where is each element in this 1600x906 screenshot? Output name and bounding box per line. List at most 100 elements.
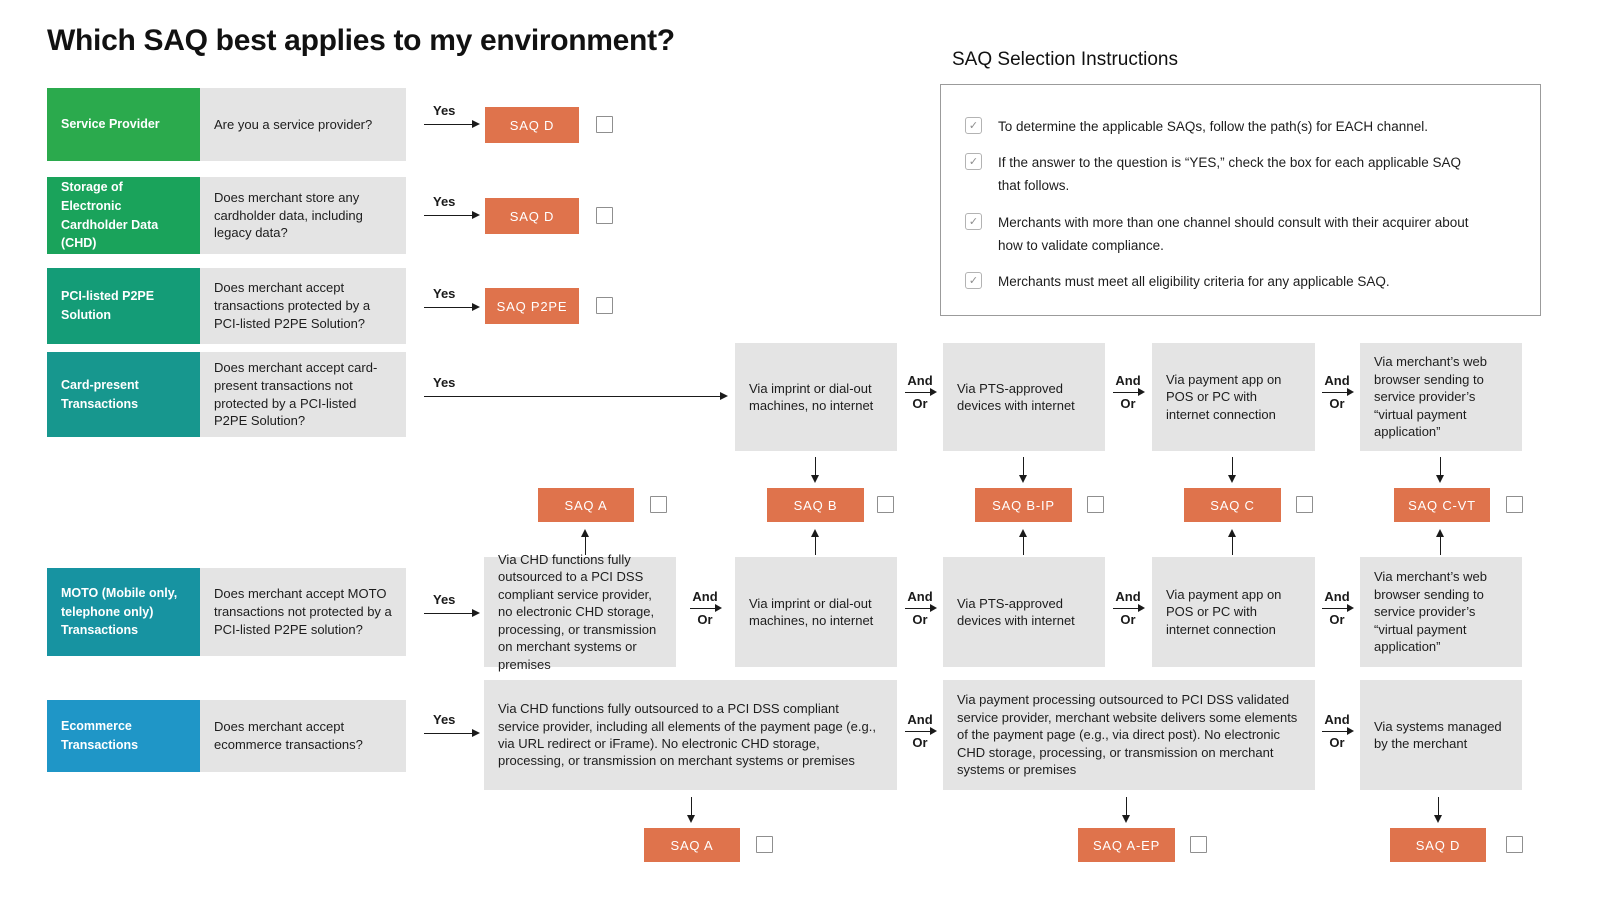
saq-chip-a-mid: SAQ A (538, 488, 634, 522)
and-or-connector: And Or (1319, 712, 1355, 750)
saq-chip-a-ep: SAQ A-EP (1078, 828, 1175, 862)
or-label: Or (1329, 735, 1345, 750)
or-label: Or (912, 735, 928, 750)
saq-checkbox-c[interactable] (1296, 496, 1313, 513)
and-label: And (1324, 373, 1350, 388)
path-card-present-payment-app: Via payment app on POS or PC with intern… (1152, 343, 1315, 451)
and-label: And (692, 589, 718, 604)
saq-chip-d-bottom: SAQ D (1390, 828, 1486, 862)
yes-label: Yes (433, 103, 456, 118)
yes-arrow (424, 302, 480, 311)
connector-arrow (905, 727, 937, 735)
channel-label-card-present: Card-present Transactions (47, 352, 200, 437)
instruction-text: To determine the applicable SAQs, follow… (998, 119, 1428, 134)
path-card-present-web-browser: Via merchant’s web browser sending to se… (1360, 343, 1522, 451)
or-label: Or (1120, 396, 1136, 411)
checked-checkbox-icon: ✓ (965, 117, 982, 134)
and-or-connector: And Or (902, 373, 938, 411)
flow-arrow-up (1227, 529, 1236, 555)
flow-arrow-down (1018, 457, 1027, 483)
saq-chip-d-service-provider: SAQ D (485, 107, 579, 143)
path-ecommerce-partially-outsourced: Via payment processing outsourced to PCI… (943, 680, 1315, 790)
saq-checkbox-p2pe[interactable] (596, 297, 613, 314)
saq-checkbox-c-vt[interactable] (1506, 496, 1523, 513)
channel-question-ecommerce: Does merchant accept ecommerce transacti… (200, 700, 406, 772)
and-or-connector: And Or (1319, 589, 1355, 627)
flow-arrow-down (1121, 797, 1130, 823)
flow-arrow-down (810, 457, 819, 483)
and-or-connector: And Or (1319, 373, 1355, 411)
flow-arrow-up (580, 529, 589, 555)
saq-chip-c-vt: SAQ C-VT (1394, 488, 1490, 522)
and-label: And (907, 712, 933, 727)
channel-question-moto: Does merchant accept MOTO transactions n… (200, 568, 406, 656)
instructions-title: SAQ Selection Instructions (952, 49, 1178, 70)
path-card-present-pts: Via PTS-approved devices with internet (943, 343, 1105, 451)
channel-label-service-provider: Service Provider (47, 88, 200, 161)
flow-arrow-down (686, 797, 695, 823)
yes-arrow (424, 728, 480, 737)
page-title: Which SAQ best applies to my environment… (47, 24, 675, 57)
saq-checkbox-d-storage[interactable] (596, 207, 613, 224)
connector-arrow (1113, 388, 1145, 396)
instruction-text: Merchants must meet all eligibility crit… (998, 274, 1390, 290)
flow-arrow-up (1018, 529, 1027, 555)
path-card-present-imprint: Via imprint or dial-out machines, no int… (735, 343, 897, 451)
channel-question-service-provider: Are you a service provider? (200, 88, 406, 161)
flow-arrow-down (1435, 457, 1444, 483)
checked-checkbox-icon: ✓ (965, 212, 982, 230)
saq-checkbox-d-service-provider[interactable] (596, 116, 613, 133)
or-label: Or (912, 396, 928, 411)
instruction-item: ✓ Merchants with more than one channel s… (965, 211, 1514, 257)
yes-label: Yes (433, 592, 456, 607)
or-label: Or (1120, 612, 1136, 627)
flow-arrow-up (810, 529, 819, 555)
flow-arrow-down (1227, 457, 1236, 483)
channel-label-storage-chd: Storage of Electronic Cardholder Data (C… (47, 177, 200, 254)
flow-arrow-up (1435, 529, 1444, 555)
checked-checkbox-icon: ✓ (965, 153, 982, 171)
saq-checkbox-b[interactable] (877, 496, 894, 513)
yes-label: Yes (433, 286, 456, 301)
and-or-connector: And Or (687, 589, 723, 627)
and-label: And (907, 589, 933, 604)
yes-arrow (424, 608, 480, 617)
or-label: Or (912, 612, 928, 627)
or-label: Or (1329, 612, 1345, 627)
yes-label: Yes (433, 712, 456, 727)
and-label: And (1324, 712, 1350, 727)
path-ecommerce-merchant-systems: Via systems managed by the merchant (1360, 680, 1522, 790)
yes-arrow (424, 119, 480, 128)
flow-arrow-down (1433, 797, 1442, 823)
instructions-panel: ✓ To determine the applicable SAQs, foll… (940, 84, 1541, 316)
saq-checkbox-a-ep[interactable] (1190, 836, 1207, 853)
or-label: Or (697, 612, 713, 627)
saq-checkbox-a-bottom[interactable] (756, 836, 773, 853)
and-or-connector: And Or (902, 589, 938, 627)
and-or-connector: And Or (902, 712, 938, 750)
connector-arrow (1322, 727, 1354, 735)
saq-checkbox-b-ip[interactable] (1087, 496, 1104, 513)
and-or-connector: And Or (1110, 373, 1146, 411)
path-moto-payment-app: Via payment app on POS or PC with intern… (1152, 557, 1315, 667)
connector-arrow (1322, 388, 1354, 396)
connector-arrow (690, 604, 722, 612)
instruction-text: If the answer to the question is “YES,” … (998, 155, 1462, 194)
and-or-connector: And Or (1110, 589, 1146, 627)
and-label: And (1115, 589, 1141, 604)
or-label: Or (1329, 396, 1345, 411)
path-moto-imprint: Via imprint or dial-out machines, no int… (735, 557, 897, 667)
and-label: And (1115, 373, 1141, 388)
connector-arrow (1322, 604, 1354, 612)
yes-label: Yes (433, 375, 456, 390)
channel-question-p2pe: Does merchant accept transactions protec… (200, 268, 406, 344)
path-moto-outsourced: Via CHD functions fully outsourced to a … (484, 552, 676, 672)
and-label: And (907, 373, 933, 388)
and-label: And (1324, 589, 1350, 604)
channel-label-p2pe: PCI-listed P2PE Solution (47, 268, 200, 344)
saq-checkbox-d-bottom[interactable] (1506, 836, 1523, 853)
connector-arrow (905, 388, 937, 396)
saq-checkbox-a-mid[interactable] (650, 496, 667, 513)
instruction-item: ✓ If the answer to the question is “YES,… (965, 151, 1514, 197)
